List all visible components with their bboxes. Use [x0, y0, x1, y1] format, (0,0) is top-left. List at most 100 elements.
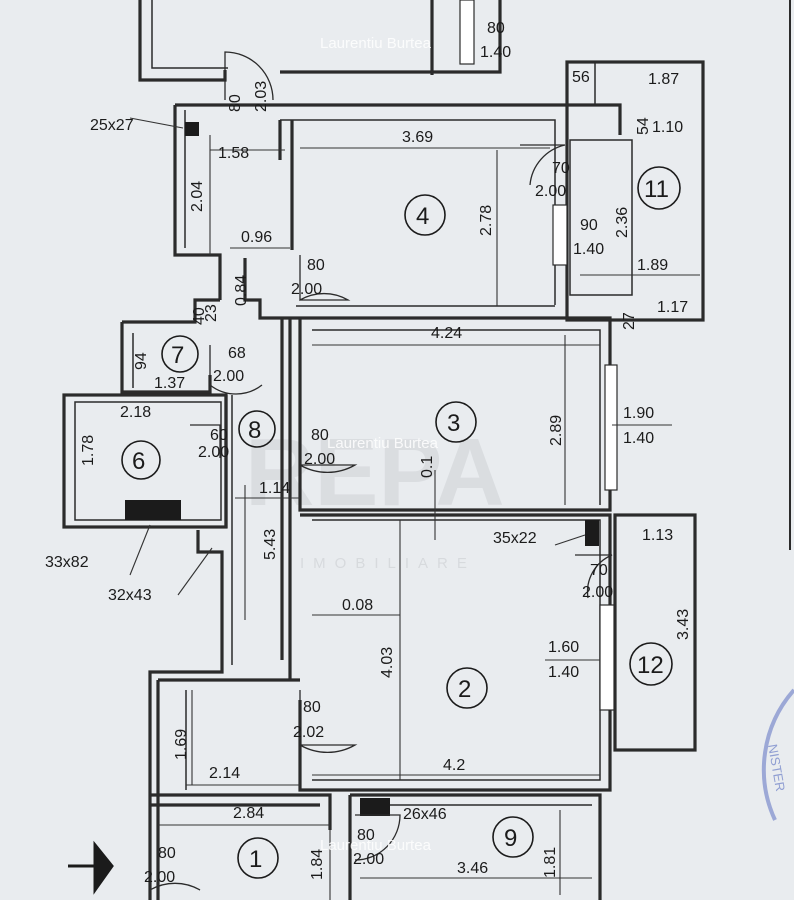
dim-room4-door-200: 2.00: [291, 281, 322, 298]
dim-top-win-140: 1.40: [480, 44, 511, 61]
dim-35x22: 35x22: [493, 530, 537, 547]
room-7-number: 7: [171, 342, 184, 369]
wall-room1-bottom: [150, 793, 332, 830]
dim-room3-door-200: 2.00: [304, 451, 335, 468]
dim-158: 1.58: [218, 145, 249, 162]
dim-200-c: 2.00: [198, 444, 229, 461]
dim-169: 1.69: [173, 729, 190, 760]
door-room4: [299, 255, 351, 302]
dim-114: 1.14: [259, 480, 290, 497]
room-4-number: 4: [416, 203, 429, 230]
window-top: [459, 0, 475, 65]
dim-90: 90: [580, 217, 598, 234]
wall-room7-top: [122, 298, 220, 324]
dim-68: 68: [228, 345, 246, 362]
dim-178: 1.78: [80, 435, 97, 466]
window-room4: [552, 204, 568, 266]
room-3-circle: [435, 401, 477, 443]
door-room11: [520, 144, 566, 186]
dim-190: 1.90: [623, 405, 654, 422]
dim-27: 27: [621, 312, 638, 330]
dim-096: 0.96: [241, 229, 272, 246]
wall-top-unit-inner: [151, 0, 228, 69]
dim-40: 40: [191, 307, 208, 325]
door-room12: [575, 554, 613, 599]
dim-160: 1.60: [548, 639, 579, 656]
wall-room11-inner: [569, 139, 633, 296]
room-11-number: 11: [644, 176, 669, 203]
window-room2: [599, 604, 615, 711]
dim-424: 4.24: [431, 325, 462, 342]
dim-room2-door-202: 2.02: [293, 724, 324, 741]
dim-200-e: 2.00: [353, 851, 384, 868]
dim-60: 60: [210, 427, 228, 444]
stamp-edge: [761, 688, 794, 821]
wall-room9: [348, 793, 602, 900]
entry-arrow-icon: [68, 840, 114, 895]
room-7-circle: [161, 335, 199, 373]
door-entry: [149, 840, 201, 892]
watermark-logo: REPA: [245, 419, 505, 526]
room-8-circle: [238, 410, 276, 448]
wall-room12: [613, 513, 697, 752]
room-6-circle: [121, 440, 161, 480]
dim-403: 4.03: [379, 647, 396, 678]
wall-room11: [565, 60, 705, 322]
dim-187: 1.87: [648, 71, 679, 88]
dim-200-a: 2.00: [535, 183, 566, 200]
watermark-author-bottom: Laurentiu Burtea: [320, 837, 432, 854]
dim-289: 2.89: [548, 415, 565, 446]
wall-corridor-mid: [243, 258, 600, 320]
leader-32x43: [177, 547, 213, 596]
room-3-number: 3: [447, 410, 460, 437]
dim-80-e: 80: [357, 827, 375, 844]
wall-room3-inner: [312, 329, 601, 505]
duct-26x46-block: [360, 798, 390, 816]
dim-218: 2.18: [120, 404, 151, 421]
dim-25x27: 25x27: [90, 117, 134, 134]
dim-23: 23: [203, 304, 220, 322]
dim-343: 3.43: [675, 609, 692, 640]
room-12-circle: [629, 642, 673, 686]
dim-70-a: 70: [552, 160, 570, 177]
dim-56: 56: [572, 69, 590, 86]
wall-room1: [156, 678, 300, 900]
watermark-author-top: Laurentiu Burtea: [320, 35, 432, 52]
room-9-circle: [492, 816, 534, 858]
room-4-circle: [404, 194, 446, 236]
dim-189: 1.89: [637, 257, 668, 274]
watermark-logo-subtitle: IMOBILIARE: [300, 555, 476, 572]
door-room3: [299, 410, 358, 474]
duct-35x22-block: [585, 520, 599, 546]
dim-entry-80: 80: [158, 845, 176, 862]
dim-70-b: 70: [590, 562, 608, 579]
leader-25x27: [129, 117, 184, 129]
room-6-number: 6: [132, 448, 145, 475]
room-8-number: 8: [248, 417, 261, 444]
dim-200-d: 2.00: [582, 584, 613, 601]
door-room6: [190, 424, 221, 458]
dim-110: 1.10: [652, 119, 683, 136]
window-room3: [604, 364, 618, 491]
wall-room2: [298, 513, 612, 792]
door-room7: [209, 345, 263, 395]
dim-084: 0.84: [233, 275, 250, 306]
duct-33x82-block: [125, 500, 181, 520]
dim-room2-door-80: 80: [303, 699, 321, 716]
dim-140-c: 1.40: [548, 664, 579, 681]
dim-346: 3.46: [457, 860, 488, 877]
dim-26x46: 26x46: [403, 806, 447, 823]
dim-008: 0.08: [342, 597, 373, 614]
room-2-circle: [446, 667, 488, 709]
dim-181: 1.81: [542, 847, 559, 878]
dim-200-b: 2.00: [213, 368, 244, 385]
dim-369: 3.69: [402, 129, 433, 146]
dim-entry-200: 2.00: [144, 869, 175, 886]
dim-236: 2.36: [614, 207, 631, 238]
dim-01: 0.1: [419, 456, 436, 478]
room-1-circle: [237, 837, 279, 879]
dim-94: 94: [133, 352, 150, 370]
dim-137: 1.37: [154, 375, 185, 392]
dim-42: 4.2: [443, 757, 465, 774]
